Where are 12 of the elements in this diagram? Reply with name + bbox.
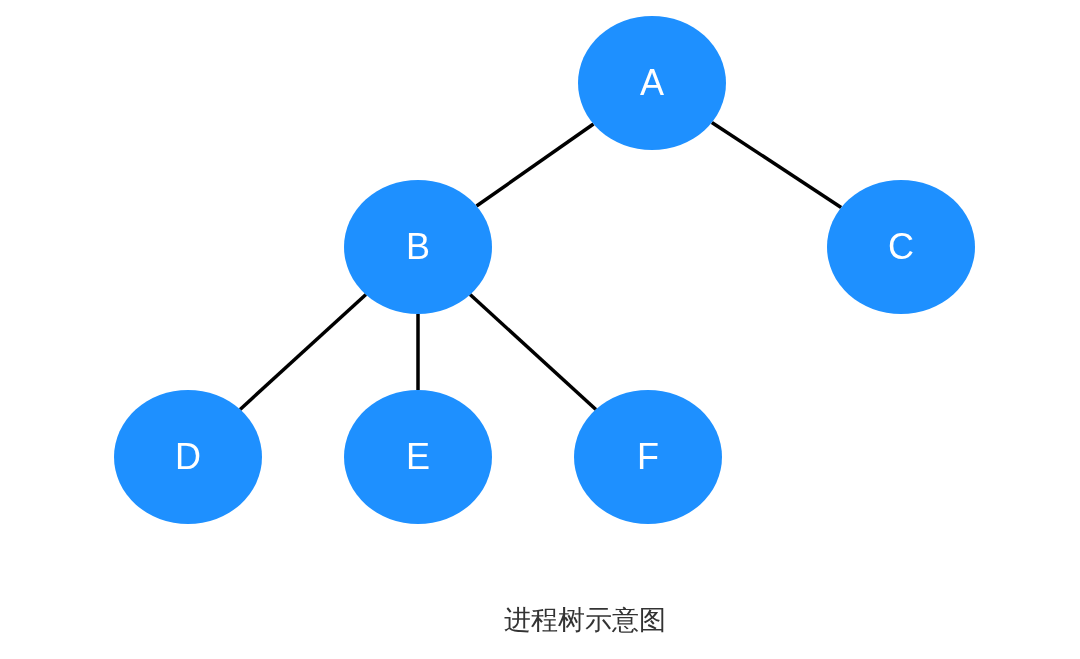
caption: 进程树示意图 [504, 603, 666, 637]
node-label: E [406, 436, 430, 478]
connector-line [468, 293, 598, 411]
connector-line [416, 314, 420, 390]
node-label: C [888, 226, 914, 268]
node-label: F [637, 436, 659, 478]
node-label: A [640, 62, 664, 104]
node-label: B [406, 226, 430, 268]
connector-line [238, 293, 368, 411]
connector-line [710, 120, 843, 210]
connector-line [475, 122, 595, 208]
node-label: D [175, 436, 201, 478]
